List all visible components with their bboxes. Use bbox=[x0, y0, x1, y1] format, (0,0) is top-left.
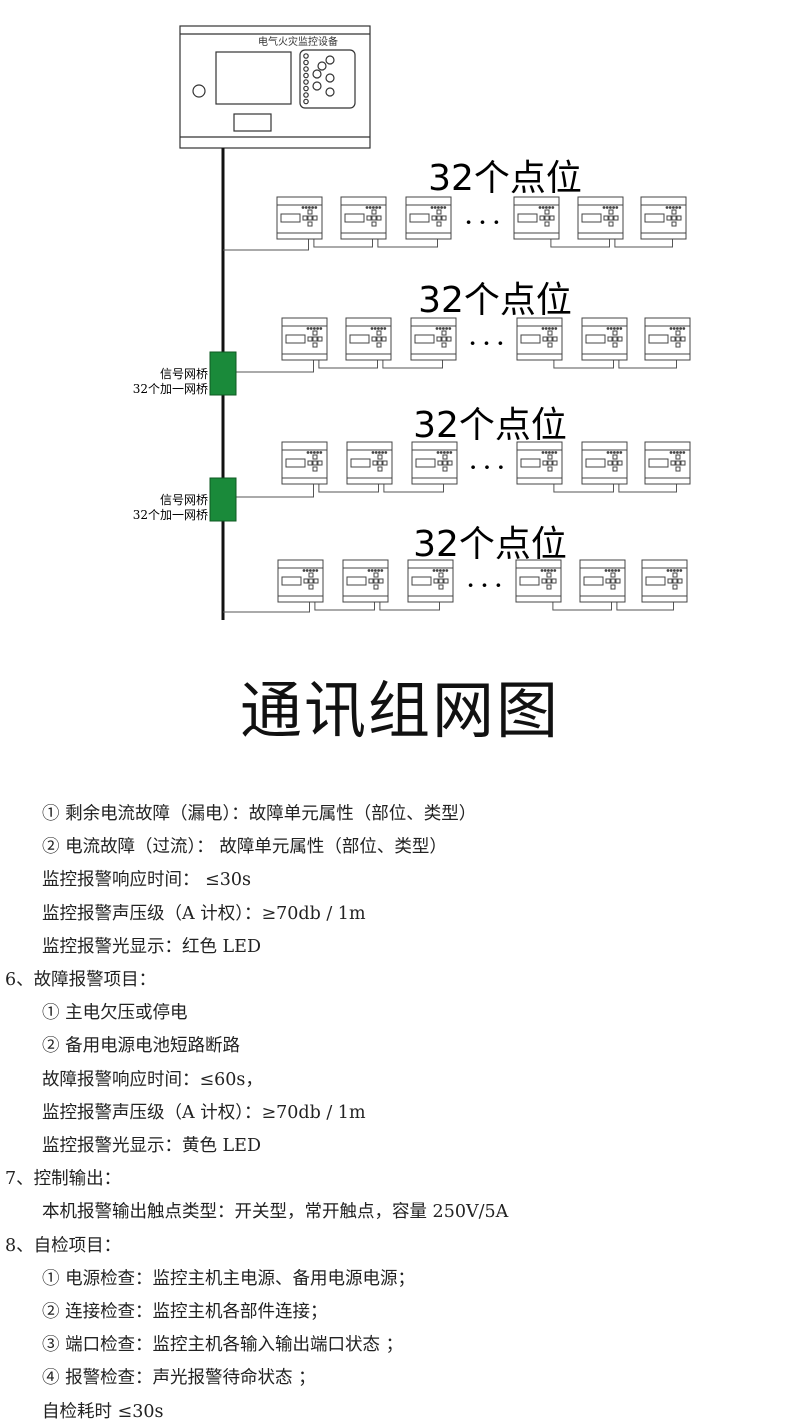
link-wire bbox=[318, 360, 378, 369]
controller-knob bbox=[192, 84, 206, 98]
row-label: 32个点位 bbox=[413, 524, 567, 565]
signal-bridge-1: 信号网桥 32个加一网桥 bbox=[133, 351, 237, 396]
bus-wire bbox=[223, 602, 310, 613]
monitor-module bbox=[346, 441, 393, 485]
network-diagram: 电气火灾监控设备 32个点位· · ·32个点位· · ·32个点位· · ·3… bbox=[133, 25, 691, 620]
device-row: 32个点位 · · · bbox=[236, 280, 691, 373]
link-wire bbox=[552, 602, 612, 611]
ellipsis: · · · bbox=[465, 210, 500, 234]
monitor-module bbox=[515, 559, 562, 603]
device-row: 32个点位 · · · bbox=[223, 524, 688, 613]
monitor-module bbox=[407, 559, 454, 603]
bus-wire bbox=[236, 360, 314, 373]
link-wire bbox=[550, 239, 610, 248]
link-wire bbox=[614, 239, 673, 248]
monitor-module bbox=[641, 559, 688, 603]
link-wire bbox=[383, 484, 444, 493]
bus-wire bbox=[236, 484, 314, 498]
monitor-module bbox=[342, 559, 389, 603]
controller-device bbox=[179, 25, 371, 149]
monitor-module bbox=[281, 317, 328, 361]
monitor-module bbox=[405, 196, 452, 240]
link-wire bbox=[382, 360, 443, 369]
bridge-label-2: 32个加一网桥 bbox=[133, 382, 208, 396]
spec-item: ④ 报警检查：声光报警待命状态 ； bbox=[42, 1368, 316, 1389]
link-wire bbox=[379, 602, 440, 611]
spec-item: 故障报警响应时间：≤60s， bbox=[42, 1069, 263, 1090]
spec-item: 监控报警声压级（A 计权）：≥70db / 1m bbox=[42, 903, 366, 924]
monitor-module bbox=[644, 317, 691, 361]
device-row: 32个点位 · · · bbox=[236, 405, 691, 498]
monitor-module bbox=[581, 441, 628, 485]
spec-item: 自检耗时 ≤30s bbox=[42, 1401, 164, 1422]
ellipsis: · · · bbox=[469, 331, 504, 355]
monitor-module bbox=[640, 196, 687, 240]
monitor-module bbox=[513, 196, 560, 240]
controller-label: 电气火灾监控设备 bbox=[258, 35, 338, 48]
signal-bridge-2: 信号网桥 32个加一网桥 bbox=[133, 477, 237, 522]
link-wire bbox=[314, 602, 375, 611]
bus-wire bbox=[223, 239, 309, 251]
spec-item: 监控报警响应时间： ≤30s bbox=[42, 870, 251, 891]
spec-item: 监控报警声压级（A 计权）：≥70db / 1m bbox=[42, 1102, 366, 1123]
monitor-module bbox=[516, 441, 563, 485]
spec-item: ① 剩余电流故障（漏电）：故障单元属性（部位、类型） bbox=[42, 804, 477, 824]
controller-screen bbox=[215, 51, 292, 105]
bridge-label-1: 信号网桥 bbox=[160, 367, 208, 381]
spec-item: 监控报警光显示：黄色 LED bbox=[42, 1136, 261, 1156]
link-wire bbox=[313, 239, 373, 248]
link-wire bbox=[553, 360, 614, 369]
spec-item: 监控报警光显示：红色 LED bbox=[42, 936, 261, 957]
monitor-module bbox=[276, 196, 323, 240]
monitor-module bbox=[281, 441, 328, 485]
monitor-module bbox=[581, 317, 628, 361]
spec-item: ① 电源检查：监控主机主电源、备用电源电源； bbox=[42, 1268, 416, 1289]
monitor-module bbox=[340, 196, 387, 240]
spec-item: ② 电流故障（过流）： 故障单元属性（部位、类型） bbox=[42, 837, 447, 858]
monitor-module bbox=[644, 441, 691, 485]
section-heading: 8、自检项目： bbox=[5, 1235, 122, 1256]
ellipsis: · · · bbox=[467, 573, 502, 597]
spec-item: 本机报警输出触点类型：开关型，常开触点，容量 250V/5A bbox=[42, 1202, 509, 1223]
monitor-module bbox=[345, 317, 392, 361]
monitor-module bbox=[277, 559, 324, 603]
monitor-module bbox=[516, 317, 563, 361]
bridge-label-1: 信号网桥 bbox=[160, 493, 208, 507]
spec-item: ② 备用电源电池短路断路 bbox=[42, 1036, 241, 1057]
spec-item: ③ 端口检查：监控主机各输入输出端口状态 ； bbox=[42, 1335, 404, 1356]
link-wire bbox=[618, 360, 677, 369]
link-wire bbox=[618, 484, 677, 493]
link-wire bbox=[553, 484, 614, 493]
monitor-module bbox=[410, 317, 457, 361]
diagram-title: 通讯组网图 bbox=[239, 674, 560, 747]
link-wire bbox=[616, 602, 674, 611]
monitor-module bbox=[579, 559, 626, 603]
spec-item: ① 主电欠压或停电 bbox=[42, 1003, 188, 1024]
ellipsis: · · · bbox=[470, 455, 505, 479]
row-label: 32个点位 bbox=[428, 158, 582, 199]
monitor-module bbox=[577, 196, 624, 240]
controller-keypad bbox=[299, 49, 356, 109]
link-wire bbox=[318, 484, 379, 493]
controller-slot bbox=[233, 113, 272, 132]
spec-item: ② 连接检查：监控主机各部件连接； bbox=[42, 1302, 328, 1322]
section-heading: 7、控制输出： bbox=[5, 1169, 122, 1190]
row-label: 32个点位 bbox=[413, 405, 567, 446]
device-row: 32个点位 · · · bbox=[223, 158, 687, 251]
section-heading: 6、故障报警项目： bbox=[5, 970, 157, 990]
monitor-module bbox=[411, 441, 458, 485]
link-wire bbox=[377, 239, 438, 248]
bridge-label-2: 32个加一网桥 bbox=[133, 508, 208, 522]
row-label: 32个点位 bbox=[418, 280, 572, 321]
